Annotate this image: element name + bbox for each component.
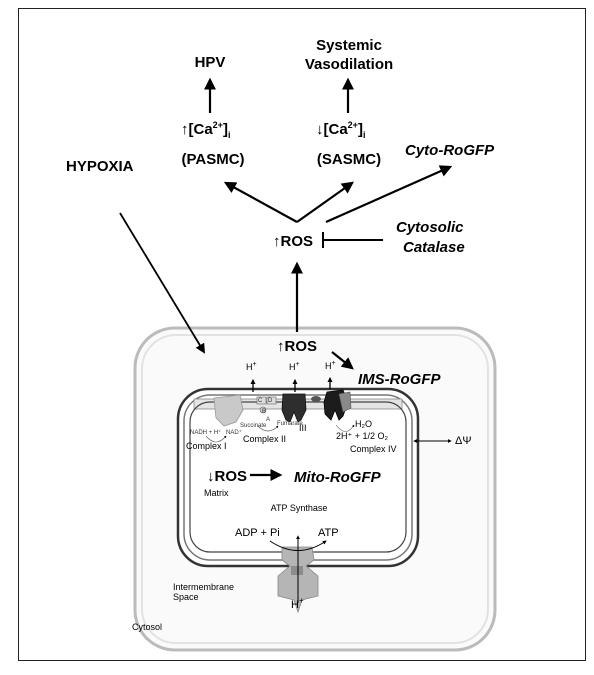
nadh-label: NADH + H⁺ — [190, 429, 221, 436]
nad-label: NAD⁺ — [226, 429, 242, 436]
arrow-hypoxia — [119, 212, 206, 354]
delta-psi-label: ΔΨ — [455, 435, 472, 447]
curve-complex-iv — [335, 424, 355, 432]
systemic-label: Systemic — [316, 37, 382, 54]
hpv-label: HPV — [195, 54, 226, 71]
ims-rogfp-label: IMS-RoGFP — [358, 371, 441, 388]
subunit-c-label: C — [258, 398, 263, 404]
complex-iv-side — [338, 391, 352, 413]
sasmc-label: (SASMC) — [317, 151, 381, 168]
pasmc-calcium-label: ↑[Ca2+]i — [181, 120, 230, 140]
atp-synthase-label: ATP Synthase — [271, 503, 328, 513]
complex-iii-label: III — [299, 423, 307, 433]
intermembrane-label: Intermembrane — [173, 582, 234, 592]
curve-complex-ii — [257, 425, 279, 432]
arrow-to-cyto-rogfp — [325, 165, 453, 224]
arrow-to-pasmc — [223, 181, 298, 223]
arrow-adp-to-atp — [269, 540, 327, 551]
cyto-rogfp-label: Cyto-RoGFP — [405, 142, 495, 159]
adp-pi-label: ADP + Pi — [235, 527, 280, 539]
vasodilation-label: Vasodilation — [305, 56, 393, 73]
pasmc-label: (PASMC) — [181, 151, 244, 168]
h-plus-label-3: H+ — [325, 360, 336, 371]
complex-i-shape — [213, 394, 244, 427]
water-label: H₂O — [355, 419, 372, 429]
hypoxia-label: HYPOXIA — [66, 158, 134, 175]
mito-rogfp-label: Mito-RoGFP — [294, 469, 382, 486]
h-plus-label-1: H+ — [246, 361, 257, 372]
subunit-a-label: A — [266, 417, 270, 423]
matrix-ros-label: ↓ROS — [207, 468, 247, 485]
arrow-to-sasmc — [296, 181, 354, 223]
arrow-to-ims-rogfp — [331, 351, 354, 370]
space-label: Space — [173, 592, 199, 602]
cytosol-label: Cytosol — [132, 622, 162, 632]
subunit-d-label: D — [268, 398, 273, 404]
mito-ros-label: ↑ROS — [277, 338, 317, 355]
succinate-label: Succinate — [240, 423, 267, 429]
matrix-label: Matrix — [204, 488, 229, 498]
complex-iv-label: Complex IV — [350, 444, 397, 454]
sasmc-calcium-label: ↓[Ca2+]i — [316, 120, 365, 140]
complex-ii-shape — [256, 396, 277, 414]
complex-i-label: Complex I — [186, 441, 227, 451]
catalase-label: Catalase — [403, 239, 465, 256]
cytosolic-label: Cytosolic — [396, 219, 464, 236]
subunit-b-label: B — [262, 409, 266, 415]
complex-iii-shape — [281, 393, 307, 423]
complex-ii-label: Complex II — [243, 434, 286, 444]
atp-label: ATP — [318, 527, 339, 539]
fumarate-label: Fumarate — [277, 421, 303, 427]
h-plus-label-2: H+ — [289, 361, 300, 372]
cytochrome-c-shape — [311, 396, 321, 402]
oxygen-reaction-label: 2H⁺ + 1/2 O₂ — [336, 431, 389, 441]
curve-complex-i — [205, 435, 227, 443]
cytosolic-ros-label: ↑ROS — [273, 233, 313, 250]
atp-synthase-h-plus-label: H+ — [291, 596, 304, 611]
